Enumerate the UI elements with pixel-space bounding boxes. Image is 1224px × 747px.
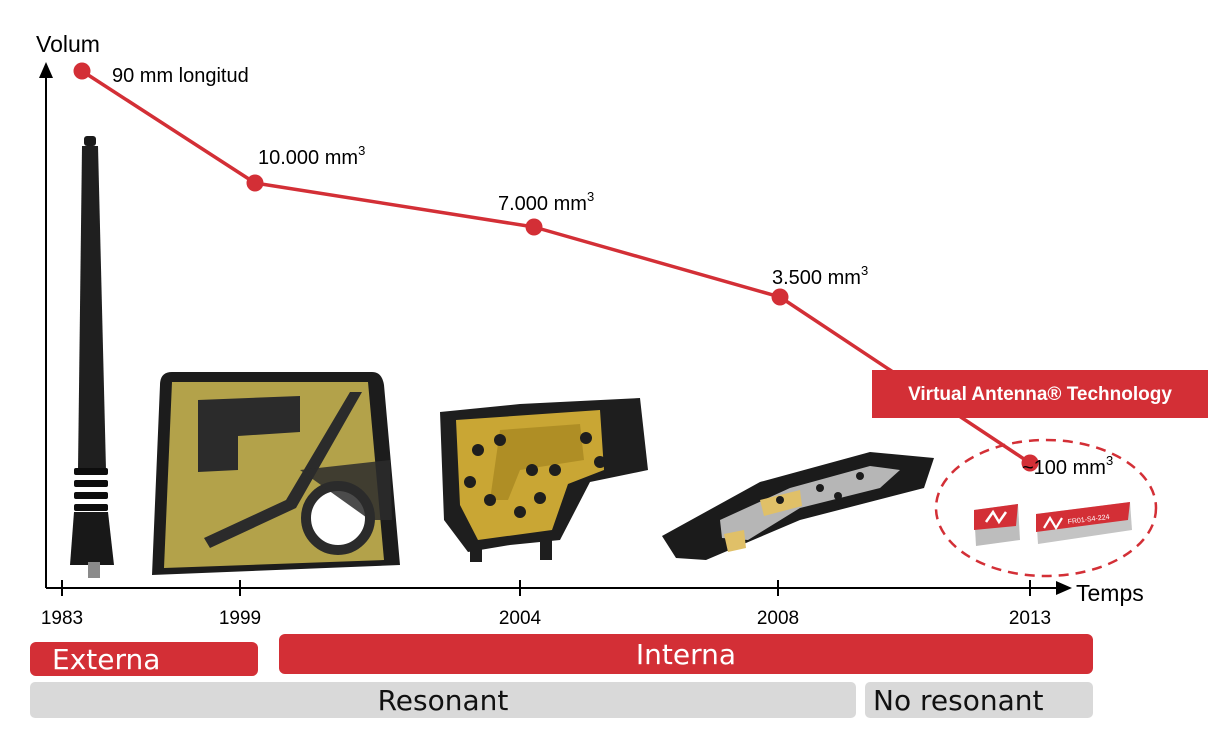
point-marker-1983 — [73, 62, 91, 80]
point-label-1999: 10.000 mm3 — [258, 143, 365, 169]
x-axis-arrow — [1056, 581, 1072, 595]
point-labels: 90 mm longitud 10.000 mm3 7.000 mm3 3.500 m… — [112, 65, 1113, 479]
antenna-1999-image — [152, 372, 400, 575]
x-tick-label-2004: 2004 — [499, 608, 542, 629]
y-axis-title: Volum — [36, 31, 100, 57]
point-marker-2004 — [525, 218, 543, 236]
band-interna: Interna — [279, 634, 1093, 674]
x-tick-label-1983: 1983 — [41, 608, 83, 629]
virtual-antenna-label: Virtual Antenna® Technology — [908, 384, 1172, 405]
point-label-2004: 7.000 mm3 — [498, 189, 594, 215]
point-label-1983: 90 mm longitud — [112, 65, 249, 87]
highlight-ellipse — [934, 438, 1158, 578]
band-label: Interna — [635, 637, 737, 671]
x-tick-label-2013: 2013 — [1009, 608, 1051, 629]
x-ticks: 1983 1999 2004 2008 2013 — [41, 580, 1051, 629]
point-label-2013: ~100 mm3 — [1022, 453, 1113, 479]
x-axis-title: Temps — [1076, 580, 1144, 606]
x-tick-label-2008: 2008 — [757, 608, 799, 629]
chip-components-image: FR01-S4-224 — [974, 502, 1132, 546]
band-externa: Externa — [30, 642, 258, 676]
virtual-antenna-banner: Virtual Antenna® Technology — [872, 370, 1208, 418]
volume-series — [73, 62, 1039, 472]
x-tick-label-1999: 1999 — [219, 608, 261, 629]
band-label: Resonant — [377, 683, 509, 717]
point-marker-1999 — [246, 174, 264, 192]
point-marker-2013 — [1021, 454, 1039, 472]
y-axis-arrow — [39, 62, 53, 78]
point-label-2008: 3.500 mm3 — [772, 263, 868, 289]
band-no-resonant: No resonant — [865, 682, 1093, 718]
band-label: Externa — [52, 642, 161, 676]
antenna-2008-image — [662, 452, 934, 560]
antenna-2004-image — [440, 398, 648, 562]
antenna-1983-image — [70, 136, 114, 578]
band-resonant: Resonant — [30, 682, 856, 718]
chip-small — [974, 504, 1020, 546]
chip-long: FR01-S4-224 — [1036, 502, 1132, 544]
point-marker-2008 — [771, 288, 789, 306]
band-label: No resonant — [873, 683, 1044, 717]
